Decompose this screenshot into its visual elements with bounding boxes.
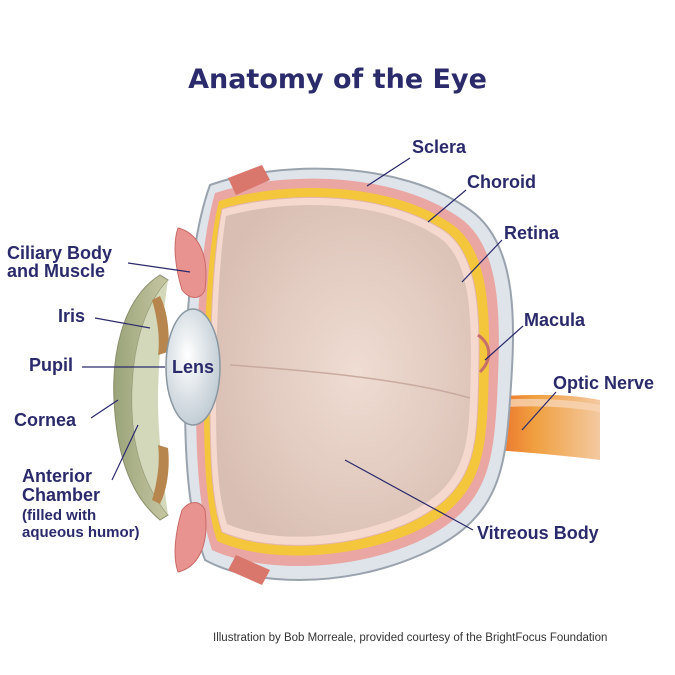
label-optic-nerve: Optic Nerve xyxy=(553,373,655,393)
ciliary-body-shape xyxy=(174,227,207,573)
leader-lines xyxy=(82,157,557,531)
label-anterior-line1: Anterior xyxy=(22,466,93,486)
diagram-title: Anatomy of the Eye xyxy=(188,64,487,95)
lens-shape xyxy=(165,308,221,426)
label-lens: Lens xyxy=(172,357,215,377)
iris-shape xyxy=(152,296,169,504)
label-iris: Iris xyxy=(58,306,86,326)
label-pupil: Pupil xyxy=(29,355,73,375)
label-anterior-line3: (filled with xyxy=(22,507,97,524)
label-macula: Macula xyxy=(524,310,586,330)
macula-shape xyxy=(477,333,491,374)
label-choroid: Choroid xyxy=(467,172,536,192)
label-anterior-line2: Chamber xyxy=(22,485,101,505)
label-sclera: Sclera xyxy=(412,137,467,157)
label-retina: Retina xyxy=(504,223,560,243)
vitreous-body-shape xyxy=(216,205,471,537)
label-cornea: Cornea xyxy=(14,410,77,430)
label-vitreous-body: Vitreous Body xyxy=(477,523,599,543)
label-anterior-line4: aqueous humor) xyxy=(22,524,140,541)
label-ciliary-line1: Ciliary Body xyxy=(7,243,113,263)
illustration-credit: Illustration by Bob Morreale, provided c… xyxy=(213,632,608,644)
label-ciliary-line2: and Muscle xyxy=(7,261,106,281)
